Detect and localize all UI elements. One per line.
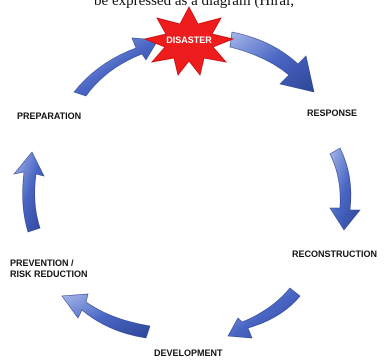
header-caption-fragment: be expressed as a diagram (Hiral, <box>0 0 388 10</box>
stage-label-development: DEVELOPMENT <box>154 348 223 358</box>
stage-label-prevention: PREVENTION / RISK REDUCTION <box>10 258 88 280</box>
stage-label-response: RESPONSE <box>307 108 358 118</box>
stage-label-reconstruction: RECONSTRUCTION <box>292 249 377 259</box>
stage-label-preparation: PREPARATION <box>17 111 82 121</box>
disaster-burst-icon <box>143 6 235 76</box>
arrow-disaster-to-response <box>229 31 315 93</box>
stage-label-prevention-line1: PREVENTION / <box>10 258 74 268</box>
stage-label-prevention-line2: RISK REDUCTION <box>10 269 88 279</box>
arrow-prevention-to-preparation <box>13 151 45 233</box>
arrow-preparation-to-disaster <box>73 37 159 97</box>
disaster-label: DISASTER <box>166 35 212 45</box>
arrow-reconstruction-to-development <box>227 287 301 339</box>
header-text: be expressed as a diagram (Hiral, <box>94 0 294 9</box>
arrow-response-to-reconstruction <box>329 147 361 231</box>
arrow-development-to-prevention <box>61 293 151 339</box>
